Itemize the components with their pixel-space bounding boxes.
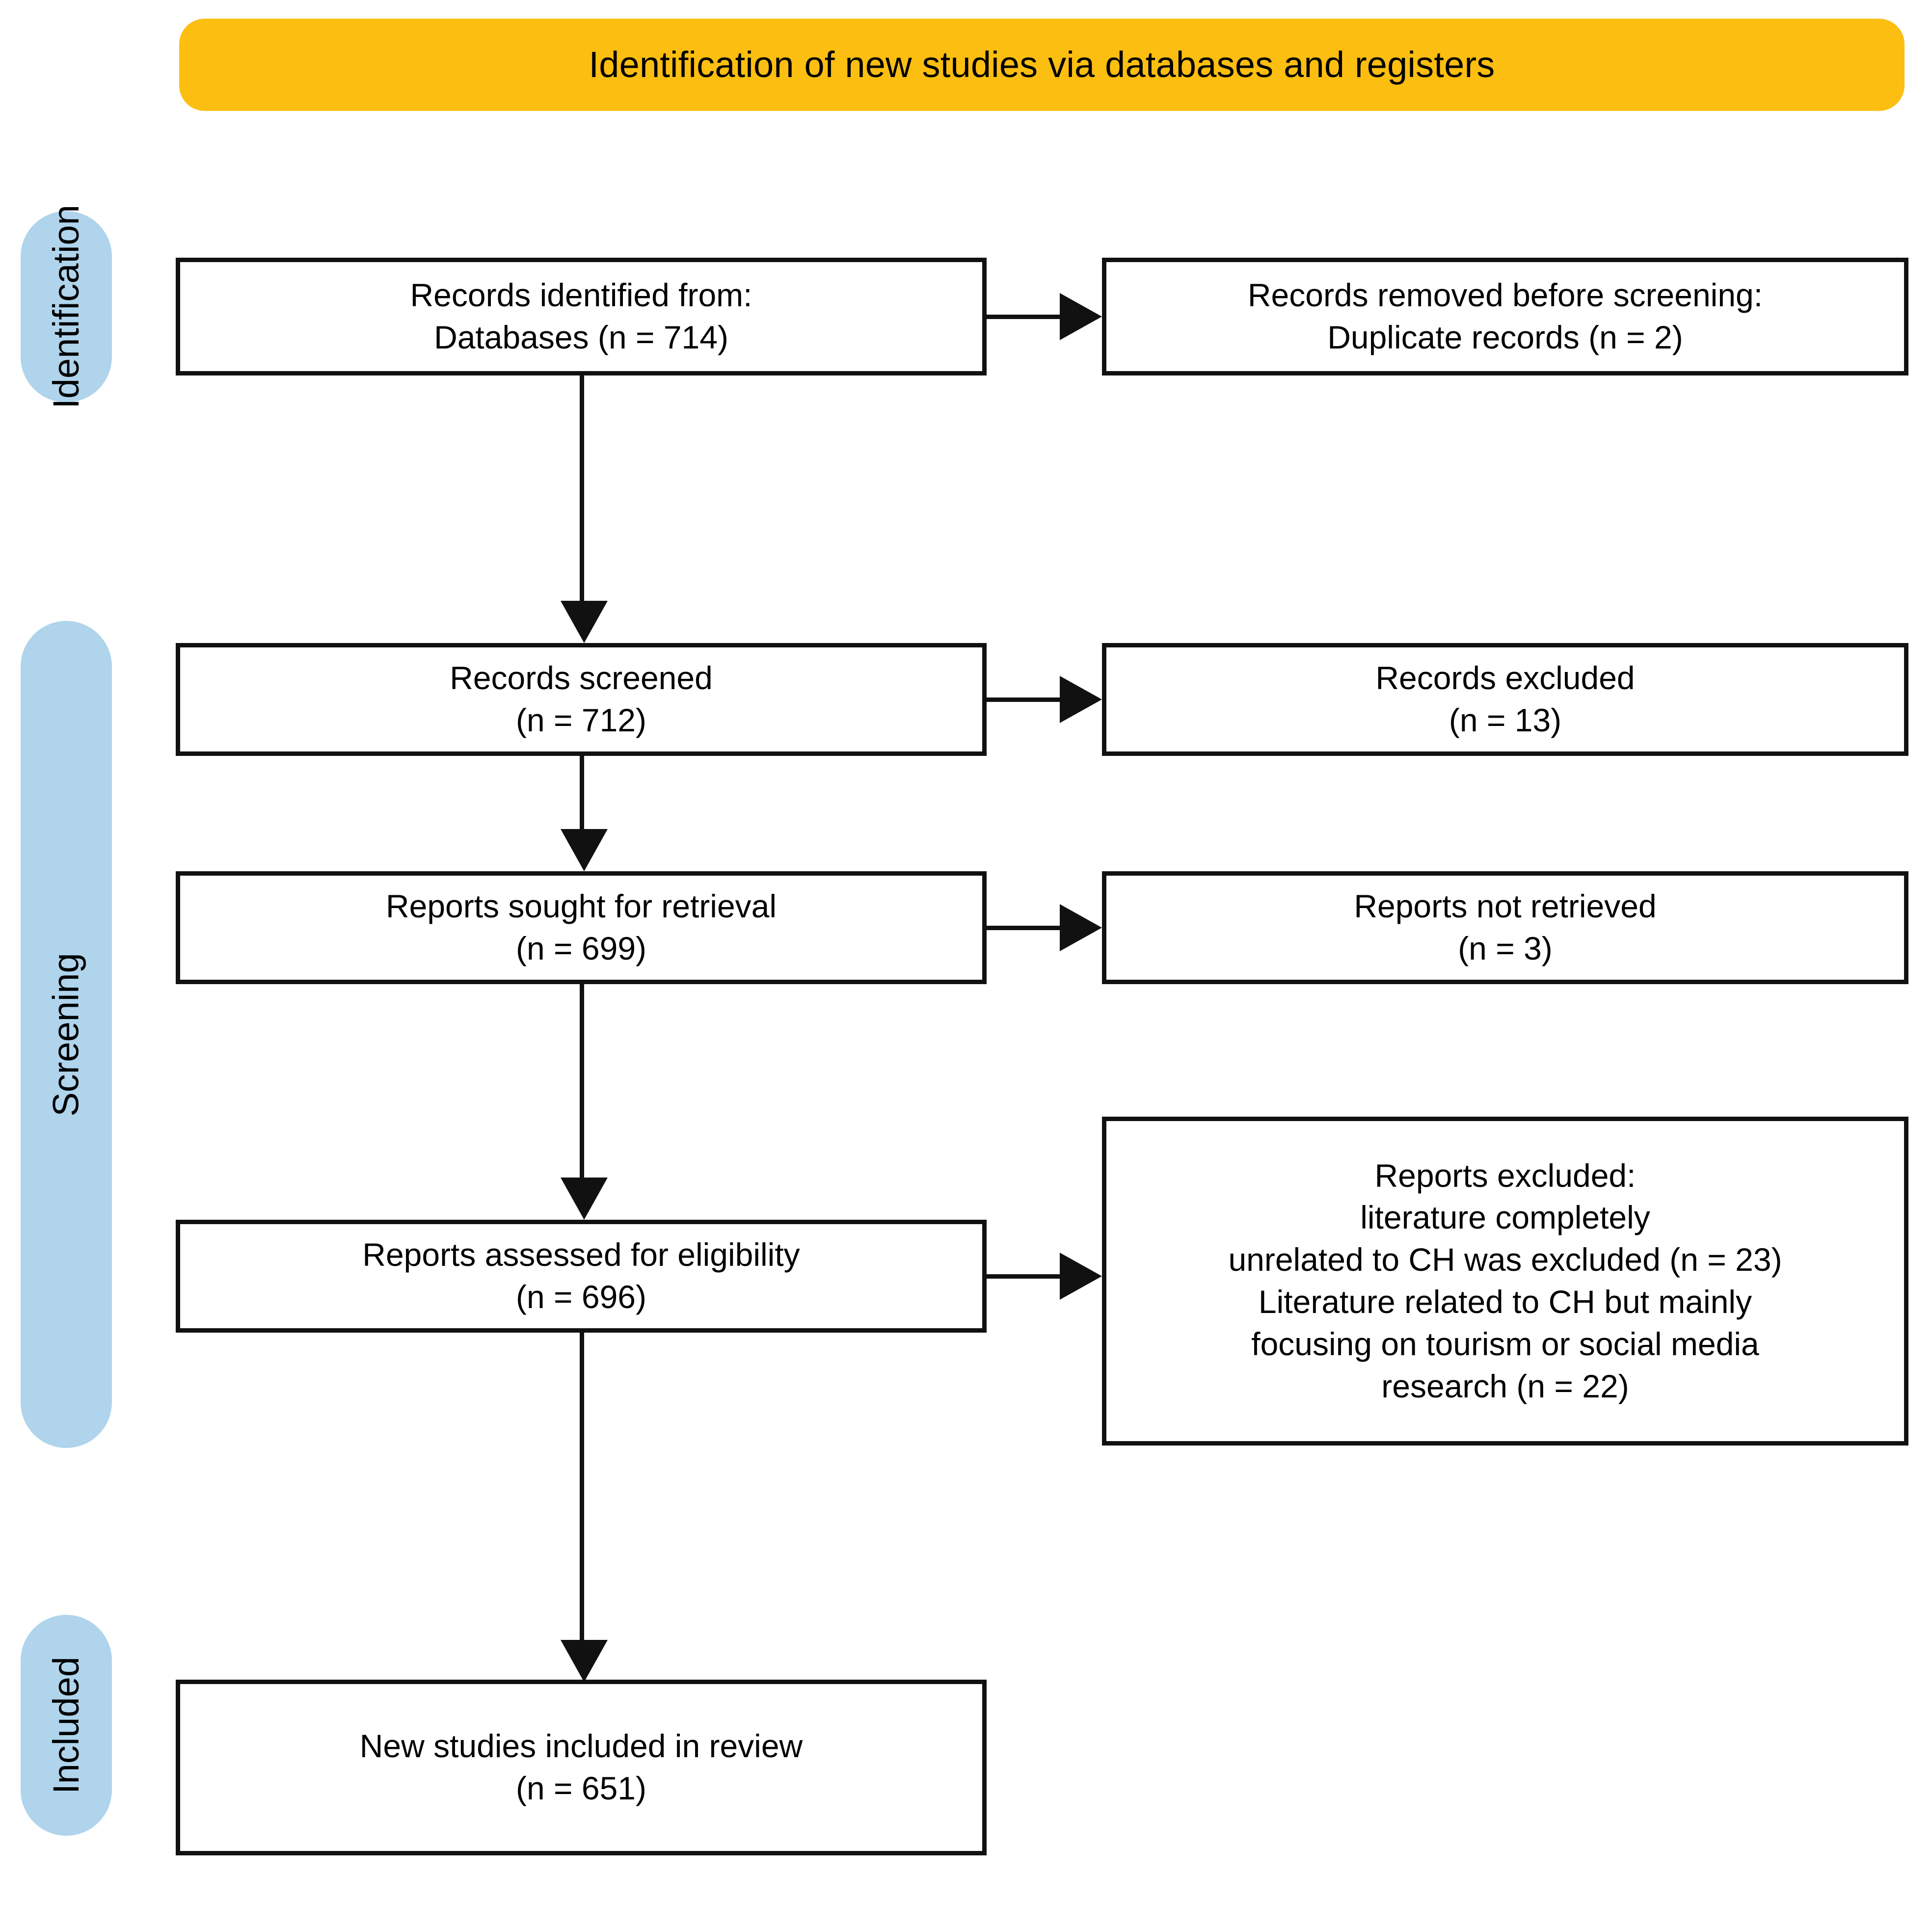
box-reports-not-retrieved: Reports not retrieved (n = 3) <box>1102 871 1908 984</box>
arrow-right-icon-identified-to-removed <box>1060 293 1102 340</box>
box-reports-excluded-line4: Literature related to CH but mainly <box>1258 1284 1752 1320</box>
box-records-screened: Records screened (n = 712) <box>176 643 987 756</box>
box-records-screened-line2: (n = 712) <box>515 702 646 738</box>
stage-pill-screening <box>21 621 112 1448</box>
connector-sought-to-assessed-line <box>580 984 584 1178</box>
box-reports-sought: Reports sought for retrieval (n = 699) <box>176 871 987 984</box>
box-records-screened-text: Records screened (n = 712) <box>437 657 725 742</box>
box-reports-excluded: Reports excluded: literature completely … <box>1102 1117 1908 1446</box>
box-reports-excluded-line1: Reports excluded: <box>1374 1157 1636 1194</box>
box-records-screened-line1: Records screened <box>450 660 713 697</box>
box-reports-assessed-text: Reports assessed for eligibility (n = 69… <box>349 1234 812 1318</box>
box-records-excluded-line1: Records excluded <box>1375 660 1635 697</box>
box-reports-sought-line1: Reports sought for retrieval <box>385 888 777 925</box>
box-records-excluded-line2: (n = 13) <box>1449 702 1562 738</box>
arrow-down-icon-screened-to-sought <box>561 829 608 871</box>
box-reports-excluded-text: Reports excluded: literature completely … <box>1215 1155 1795 1408</box>
connector-screened-to-excluded-line <box>987 697 1080 702</box>
box-records-removed-line1: Records removed before screening: <box>1247 277 1763 314</box>
connector-assessed-to-included-line <box>580 1333 584 1640</box>
connector-identified-to-screened-line <box>580 375 584 601</box>
diagram-header-banner: Identification of new studies via databa… <box>179 19 1905 111</box>
arrow-down-icon-sought-to-assessed <box>561 1178 608 1220</box>
arrow-right-icon-screened-to-excluded <box>1060 676 1102 723</box>
box-records-removed: Records removed before screening: Duplic… <box>1102 258 1908 375</box>
connector-identified-to-removed-line <box>987 315 1080 319</box>
box-records-identified-text: Records identified from: Databases (n = … <box>398 274 765 359</box>
box-reports-excluded-line5: focusing on tourism or social media <box>1251 1325 1759 1362</box>
box-records-identified-line1: Records identified from: <box>410 277 752 314</box>
box-reports-assessed: Reports assessed for eligibility (n = 69… <box>176 1220 987 1333</box>
box-reports-excluded-line2: literature completely <box>1360 1199 1650 1236</box>
box-new-studies-included: New studies included in review (n = 651) <box>176 1680 987 1855</box>
box-reports-assessed-line1: Reports assessed for eligibility <box>362 1236 800 1273</box>
box-new-studies-included-line2: (n = 651) <box>515 1770 646 1806</box>
box-records-excluded-text: Records excluded (n = 13) <box>1363 657 1647 742</box>
box-records-excluded: Records excluded (n = 13) <box>1102 643 1908 756</box>
connector-sought-to-notretrieved-line <box>987 926 1080 930</box>
connector-screened-to-sought-line <box>580 756 584 830</box>
box-reports-assessed-line2: (n = 696) <box>515 1279 646 1315</box>
box-records-identified: Records identified from: Databases (n = … <box>176 258 987 375</box>
box-new-studies-included-line1: New studies included in review <box>359 1728 803 1765</box>
arrow-right-icon-sought-to-notretrieved <box>1060 904 1102 951</box>
box-reports-sought-text: Reports sought for retrieval (n = 699) <box>373 885 789 970</box>
box-reports-not-retrieved-text: Reports not retrieved (n = 3) <box>1341 885 1669 970</box>
box-new-studies-included-text: New studies included in review (n = 651) <box>347 1725 815 1810</box>
box-records-identified-line2: Databases (n = 714) <box>434 319 728 355</box>
box-records-removed-line2: Duplicate records (n = 2) <box>1327 319 1683 355</box>
connector-assessed-to-reportsexcluded-line <box>987 1274 1080 1279</box>
arrow-down-icon-assessed-to-included <box>561 1640 608 1682</box>
box-reports-not-retrieved-line2: (n = 3) <box>1458 930 1553 966</box>
box-reports-excluded-line3: unrelated to CH was excluded (n = 23) <box>1228 1241 1782 1278</box>
stage-pill-included <box>21 1615 112 1836</box>
box-reports-excluded-line6: research (n = 22) <box>1381 1367 1629 1404</box>
diagram-title: Identification of new studies via databa… <box>589 44 1495 85</box>
box-reports-sought-line2: (n = 699) <box>516 930 646 966</box>
arrow-right-icon-assessed-to-reportsexcluded <box>1060 1253 1102 1300</box>
stage-pill-identification <box>21 211 112 402</box>
box-records-removed-text: Records removed before screening: Duplic… <box>1235 274 1775 359</box>
arrow-down-icon-identified-to-screened <box>561 601 608 643</box>
box-reports-not-retrieved-line1: Reports not retrieved <box>1354 888 1657 925</box>
